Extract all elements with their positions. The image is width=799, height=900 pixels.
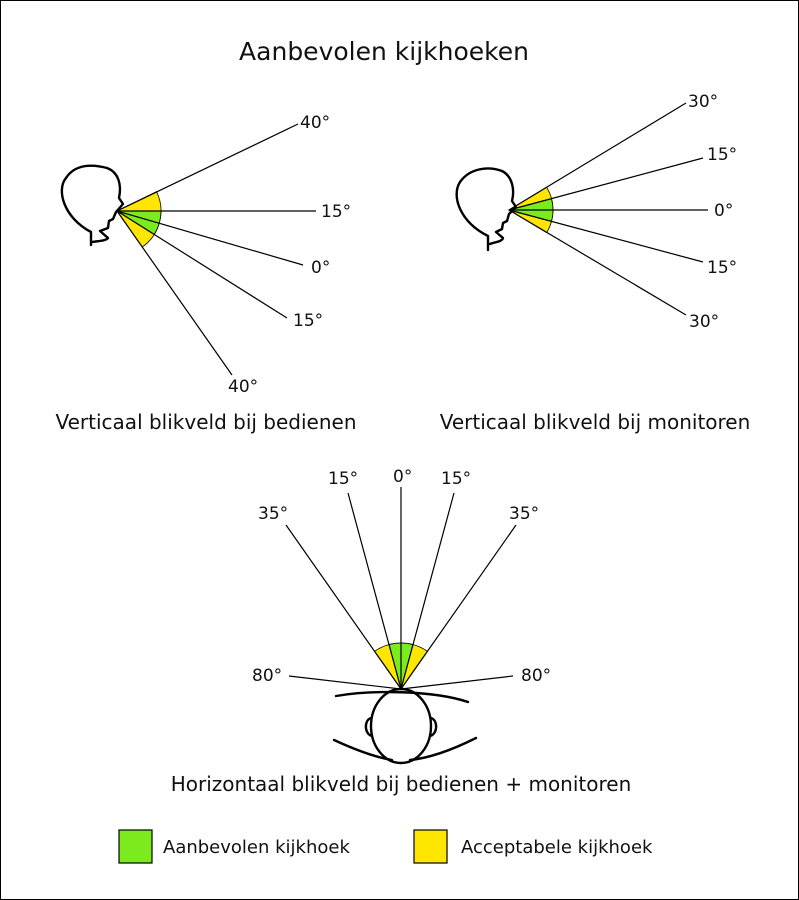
monitoring-label-up-15: 15° xyxy=(707,145,737,165)
monitoring-head-profile xyxy=(455,167,518,252)
horizontal-label-left-80: 80° xyxy=(252,666,282,686)
horizontal-ray-left-35 xyxy=(285,524,402,690)
horizontal-label-right-15: 15° xyxy=(441,469,471,489)
monitoring-view: 30° 15° 0° 15° 30° Verticaal blikveld bi… xyxy=(440,92,751,434)
legend-acceptable-swatch xyxy=(413,829,448,864)
monitoring-ray-down-15 xyxy=(508,209,704,263)
legend-recommended-swatch xyxy=(118,829,153,864)
horizontal-ear-left xyxy=(364,716,374,738)
monitoring-label-up-30: 30° xyxy=(688,92,718,112)
horizontal-ray-right-15 xyxy=(400,492,455,690)
horizontal-label-right-35: 35° xyxy=(509,504,539,524)
operating-ray-down-15 xyxy=(116,210,288,319)
operating-label-up-40: 40° xyxy=(300,113,330,133)
horizontal-label-0: 0° xyxy=(393,467,412,487)
monitoring-ray-up-15 xyxy=(508,157,704,211)
horizontal-ray-left-80 xyxy=(288,675,402,690)
horizontal-shoulders-back xyxy=(332,736,478,762)
legend: Aanbevolen kijkhoek Acceptabele kijkhoek xyxy=(118,829,653,864)
monitoring-ray-up-30 xyxy=(508,102,687,211)
operating-ray-up-40 xyxy=(116,123,299,212)
operating-label-down-15: 15° xyxy=(293,311,323,331)
horizontal-ray-right-35 xyxy=(400,524,517,690)
horizontal-ear-right xyxy=(428,716,438,738)
monitoring-label-0: 0° xyxy=(714,201,733,221)
horizontal-ray-left-15 xyxy=(347,492,402,690)
operating-ray-down-40 xyxy=(116,210,233,376)
horizontal-head-top xyxy=(369,687,433,765)
horizontal-label-right-80: 80° xyxy=(521,666,551,686)
monitoring-caption: Verticaal blikveld bij monitoren xyxy=(440,410,751,434)
diagram-title: Aanbevolen kijkhoeken xyxy=(239,37,529,66)
horizontal-caption: Horizontaal blikveld bij bedienen + moni… xyxy=(171,772,632,796)
operating-label-15: 15° xyxy=(321,202,351,222)
monitoring-label-down-15: 15° xyxy=(707,258,737,278)
horizontal-shoulders-front xyxy=(334,690,470,704)
legend-acceptable-label: Acceptabele kijkhoek xyxy=(461,837,653,858)
monitoring-label-down-30: 30° xyxy=(689,312,719,332)
horizontal-label-left-35: 35° xyxy=(258,504,288,524)
operating-ray-0 xyxy=(116,210,304,266)
horizontal-ray-right-80 xyxy=(400,675,514,690)
legend-recommended-label: Aanbevolen kijkhoek xyxy=(163,837,350,858)
operating-label-0: 0° xyxy=(311,258,330,278)
operating-caption: Verticaal blikveld bij bedienen xyxy=(56,410,357,434)
horizontal-view: 80° 35° 15° 0° 15° 35° 80° Horizontaal b… xyxy=(171,467,632,796)
operating-label-down-40: 40° xyxy=(228,377,258,397)
monitoring-ray-down-30 xyxy=(508,209,687,316)
operating-view: 40° 15° 0° 15° 40° Verticaal blikveld bi… xyxy=(56,113,357,434)
operating-head-profile xyxy=(60,164,125,247)
horizontal-label-left-15: 15° xyxy=(328,469,358,489)
